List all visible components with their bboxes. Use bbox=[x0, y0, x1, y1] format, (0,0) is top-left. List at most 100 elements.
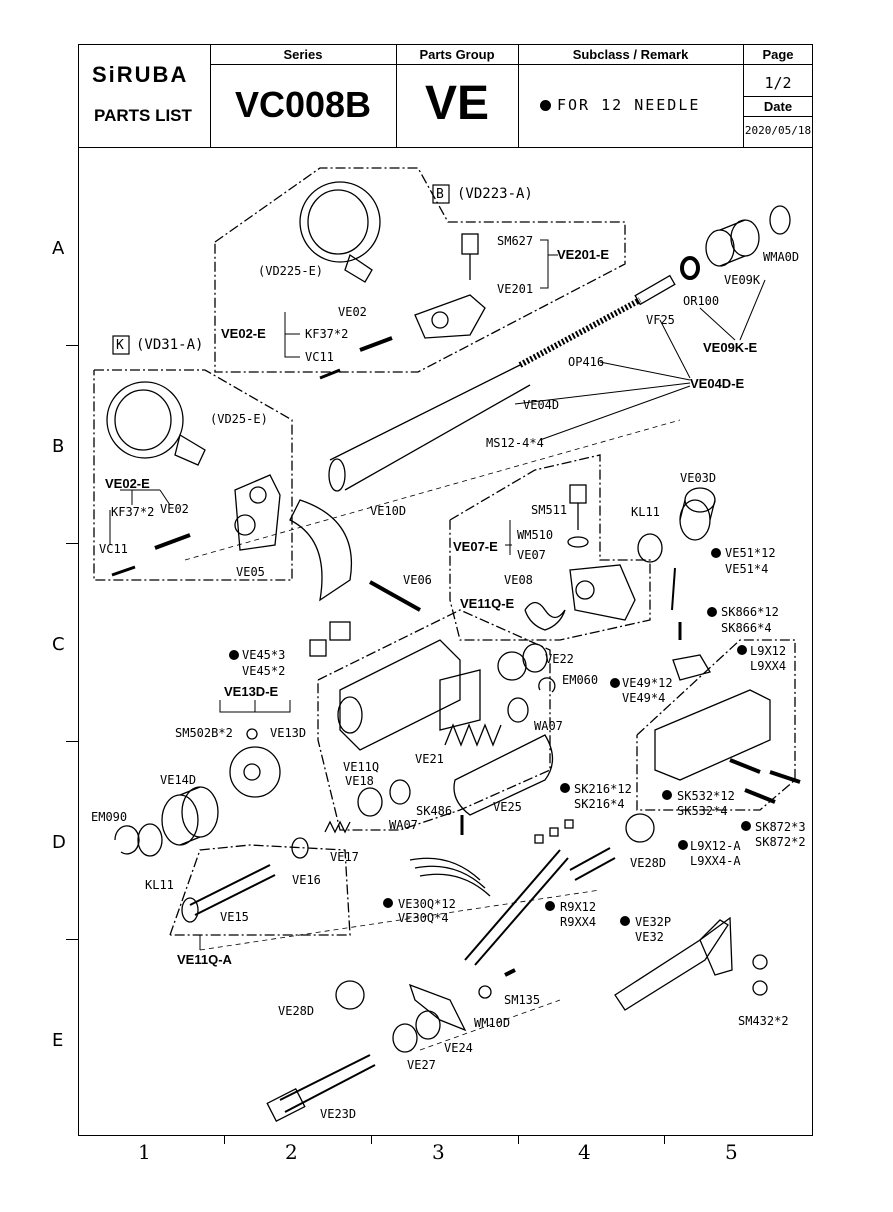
part-em090: EM090 bbox=[91, 810, 128, 824]
part-wm10d: WM10D bbox=[474, 1016, 511, 1030]
part-sk872x3: SK872*3 bbox=[755, 820, 806, 834]
part-ve18: VE18 bbox=[345, 774, 374, 788]
part-ve201: VE201 bbox=[497, 282, 534, 296]
part-ve02-b: VE02 bbox=[160, 502, 189, 516]
part-ve28d-b: VE28D bbox=[278, 1004, 315, 1018]
part-sk872x2: SK872*2 bbox=[755, 835, 806, 849]
row-label-a: A bbox=[52, 238, 65, 259]
part-sm511: SM511 bbox=[531, 503, 568, 517]
part-sm135: SM135 bbox=[504, 993, 541, 1007]
group-k-label: (VD31-A) bbox=[136, 337, 204, 353]
part-ve02-a: VE02 bbox=[338, 305, 367, 319]
title-block: SiRUBA PARTS LIST Series VC008B Parts Gr… bbox=[78, 44, 813, 148]
part-ve30qx12: VE30Q*12 bbox=[398, 897, 456, 911]
asm-ve02e-left: VE02-E bbox=[105, 476, 150, 491]
part-l9x12: L9X12 bbox=[750, 644, 787, 658]
part-ve23d: VE23D bbox=[320, 1107, 357, 1121]
col-label-2: 2 bbox=[285, 1140, 298, 1164]
part-sk532x12: SK532*12 bbox=[677, 789, 735, 803]
group-b-label: (VD223-A) bbox=[457, 186, 533, 202]
part-r9xx4: R9XX4 bbox=[560, 915, 597, 929]
asm-ve02e-top: VE02-E bbox=[221, 326, 266, 341]
parts-group-label: Parts Group bbox=[419, 47, 495, 62]
asm-ve07e: VE07-E bbox=[453, 539, 498, 554]
part-ve49x12: VE49*12 bbox=[622, 676, 673, 690]
asm-ve11qa: VE11Q-A bbox=[177, 952, 232, 967]
part-ve28d-a: VE28D bbox=[630, 856, 667, 870]
part-vc11-b: VC11 bbox=[99, 542, 128, 556]
group-tag-b: B bbox=[436, 187, 444, 202]
subclass-label: Subclass / Remark bbox=[572, 47, 689, 62]
doc-type: PARTS LIST bbox=[94, 106, 192, 125]
part-ve49x4: VE49*4 bbox=[622, 691, 666, 705]
part-ve04d: VE04D bbox=[523, 398, 560, 412]
part-ve51x4: VE51*4 bbox=[725, 562, 769, 576]
part-ve09k: VE09K bbox=[724, 273, 761, 287]
part-ve17: VE17 bbox=[330, 850, 359, 864]
row-label-b: B bbox=[52, 436, 65, 457]
part-wma0d: WMA0D bbox=[763, 250, 800, 264]
part-ve10d: VE10D bbox=[370, 504, 407, 518]
part-ve30qx4: VE30Q*4 bbox=[398, 911, 449, 925]
page-value: 1/2 bbox=[764, 74, 792, 92]
part-ms12: MS12-4*4 bbox=[486, 436, 544, 450]
row-label-e: E bbox=[52, 1030, 64, 1051]
brand-logo: SiRUBA bbox=[92, 62, 189, 87]
parts-group-value: VE bbox=[424, 77, 490, 130]
part-vc11-a: VC11 bbox=[305, 350, 334, 364]
asm-ve13de: VE13D-E bbox=[224, 684, 279, 699]
part-sk866x4: SK866*4 bbox=[721, 621, 772, 635]
date-label: Date bbox=[763, 99, 793, 114]
asm-ve201e: VE201-E bbox=[557, 247, 610, 262]
part-sk866x12: SK866*12 bbox=[721, 605, 779, 619]
part-wm510: WM510 bbox=[517, 528, 554, 542]
part-l9xx4: L9XX4 bbox=[750, 659, 787, 673]
part-ve13d: VE13D bbox=[270, 726, 307, 740]
part-ve51x12: VE51*12 bbox=[725, 546, 776, 560]
part-sk216x12: SK216*12 bbox=[574, 782, 632, 796]
part-sk486: SK486 bbox=[416, 804, 453, 818]
part-ve24: VE24 bbox=[444, 1041, 473, 1055]
part-ve21: VE21 bbox=[415, 752, 444, 766]
col-label-5: 5 bbox=[725, 1140, 738, 1164]
part-ve22: VE22 bbox=[545, 652, 574, 666]
part-ve07: VE07 bbox=[517, 548, 546, 562]
part-ve32p: VE32P bbox=[635, 915, 672, 929]
bullet-icon bbox=[540, 100, 551, 111]
part-kf37x2-b: KF37*2 bbox=[111, 505, 155, 519]
part-sk532x4: SK532*4 bbox=[677, 804, 728, 818]
part-ve16: VE16 bbox=[292, 873, 321, 887]
part-ve08: VE08 bbox=[504, 573, 533, 587]
series-value: VC008B bbox=[234, 84, 372, 125]
part-sm502b: SM502B*2 bbox=[175, 726, 233, 740]
col-label-3: 3 bbox=[432, 1140, 445, 1164]
part-kl11-b: KL11 bbox=[145, 878, 174, 892]
date-value: 2020/05/18 bbox=[744, 124, 812, 137]
remark: FOR 12 NEEDLE bbox=[540, 96, 700, 114]
group-tag-k: K bbox=[116, 338, 124, 353]
series-label: Series bbox=[283, 47, 323, 62]
drawing-frame bbox=[78, 44, 813, 1136]
part-sm432x2: SM432*2 bbox=[738, 1014, 789, 1028]
part-ve14d: VE14D bbox=[160, 773, 197, 787]
asm-ve09ke: VE09K-E bbox=[703, 340, 758, 355]
part-sm627: SM627 bbox=[497, 234, 534, 248]
part-ve03d: VE03D bbox=[680, 471, 717, 485]
col-label-4: 4 bbox=[578, 1140, 591, 1164]
part-kf37x2-a: KF37*2 bbox=[305, 327, 349, 341]
part-em060: EM060 bbox=[562, 673, 599, 687]
part-ve25: VE25 bbox=[493, 800, 522, 814]
part-sk216x4: SK216*4 bbox=[574, 797, 625, 811]
part-or100: OR100 bbox=[683, 294, 720, 308]
part-ve32: VE32 bbox=[635, 930, 664, 944]
row-label-c: C bbox=[52, 634, 65, 655]
part-ve45x3: VE45*3 bbox=[242, 648, 286, 662]
part-ve05: VE05 bbox=[236, 565, 265, 579]
part-kl11-a: KL11 bbox=[631, 505, 660, 519]
row-label-d: D bbox=[52, 832, 66, 853]
part-vd225e: (VD225-E) bbox=[258, 264, 324, 278]
part-r9x12: R9X12 bbox=[560, 900, 597, 914]
part-ve11q: VE11Q bbox=[343, 760, 380, 774]
